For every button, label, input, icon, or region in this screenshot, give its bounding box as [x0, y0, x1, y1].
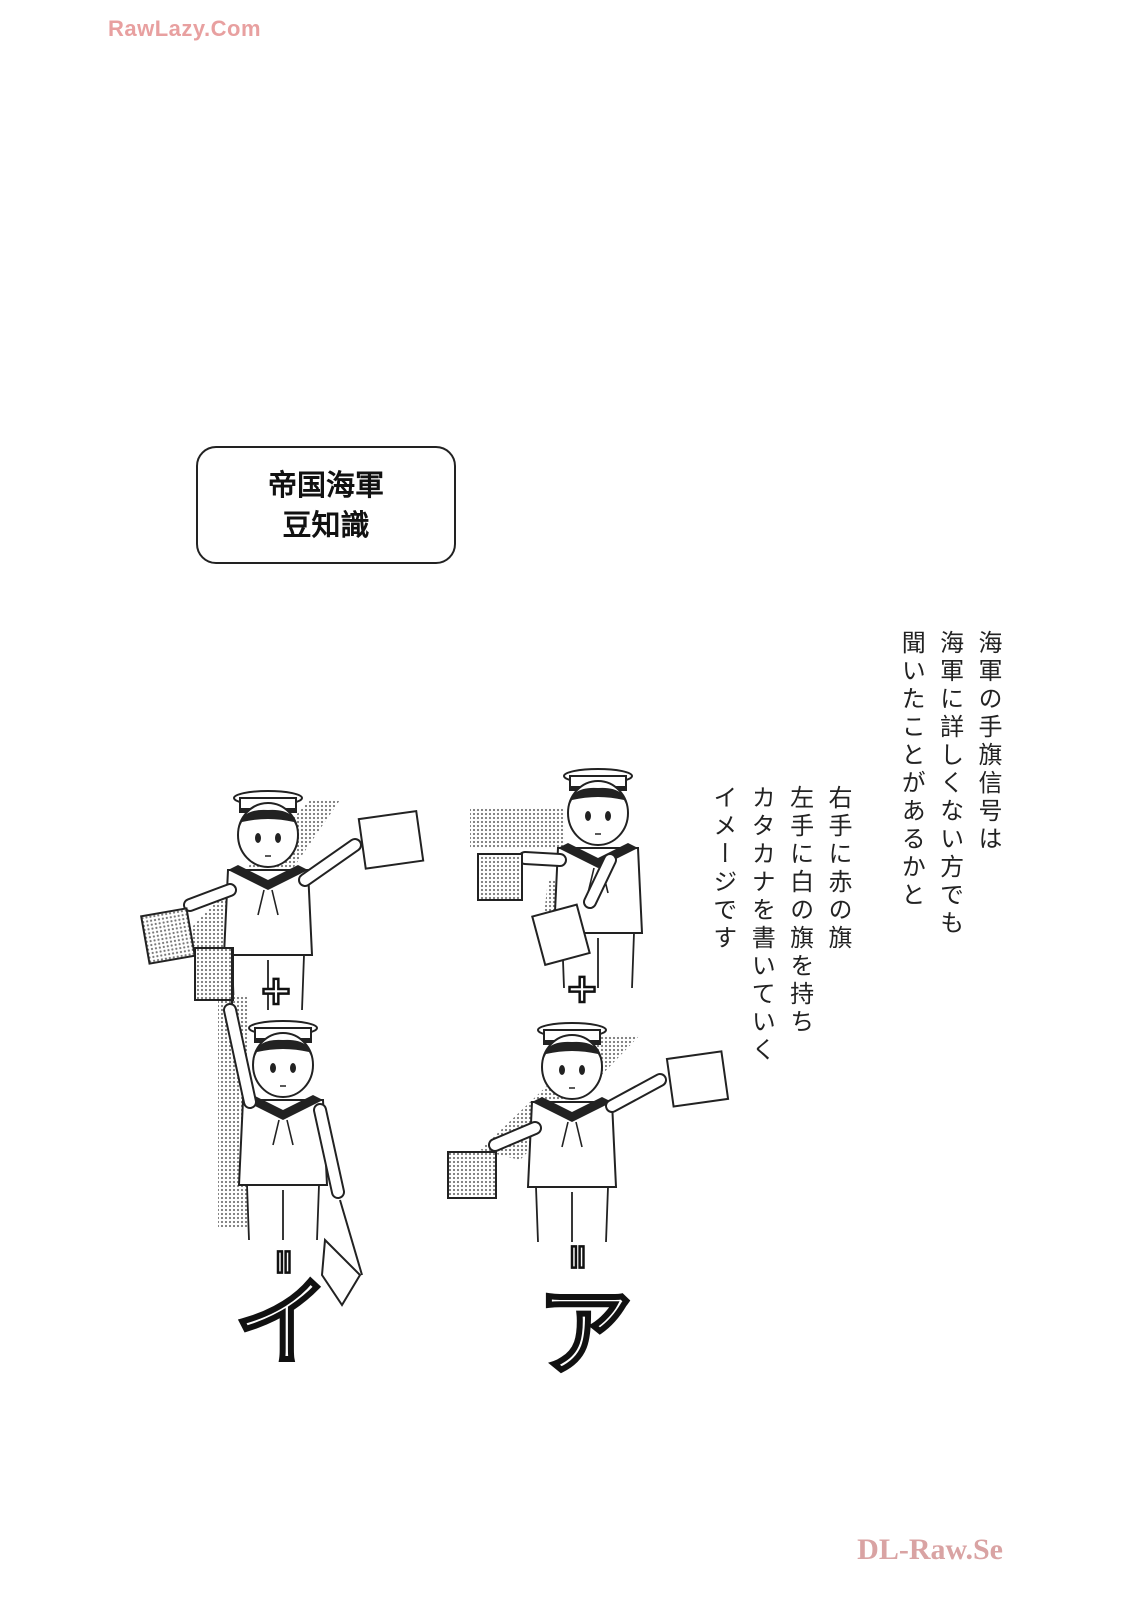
- narration-line: 海軍の手旗信号は: [974, 630, 1002, 854]
- sailor-figure: [194, 947, 363, 1307]
- narration-line: 海軍に詳しくない方でも: [935, 630, 964, 938]
- narration-line: イメージです: [708, 785, 737, 953]
- result-katakana-right: ア: [537, 1277, 633, 1389]
- narration-line: カタカナを書いていく: [747, 785, 776, 1065]
- title-line-2: 豆知識: [282, 508, 370, 542]
- sailor-figure: [140, 790, 425, 1011]
- narration-block-1: 海軍の手旗信号は 海軍に詳しくない方でも 聞いたことがあるかと: [892, 630, 1007, 938]
- plus-sign-right: +: [565, 966, 599, 1012]
- watermark-top: RawLazy.Com: [108, 16, 262, 41]
- sailor-figure: [447, 1022, 730, 1243]
- sailor-figure: [470, 768, 643, 989]
- watermark-bottom: DL-Raw.Se: [857, 1533, 1003, 1566]
- plus-sign-left: +: [259, 968, 293, 1014]
- result-katakana-left: イ: [234, 1267, 330, 1379]
- narration-line: 聞いたことがあるかと: [897, 630, 926, 910]
- title-box: 帝国海軍 豆知識: [196, 446, 456, 564]
- equals-sign-left: =: [264, 1248, 304, 1277]
- narration-block-2: 右手に赤の旗 左手に白の旗を持ち カタカナを書いていく イメージです: [703, 785, 857, 1065]
- title-line-1: 帝国海軍: [267, 468, 384, 502]
- narration-line: 右手に赤の旗: [824, 785, 852, 953]
- equals-sign-right: =: [558, 1243, 598, 1272]
- narration-line: 左手に白の旗を持ち: [785, 785, 814, 1037]
